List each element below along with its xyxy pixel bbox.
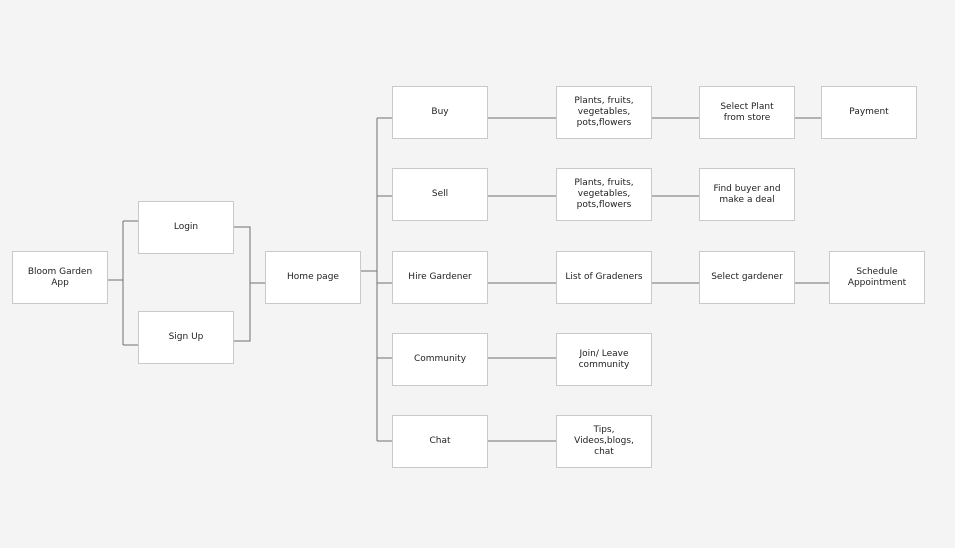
node-label: Plants, fruits, vegetables, pots,flowers bbox=[574, 178, 634, 210]
node-label: Schedule Appointment bbox=[847, 266, 907, 288]
node-list-of-gardeners: List of Gradeners bbox=[556, 251, 652, 304]
node-label: Plants, fruits, vegetables, pots,flowers bbox=[574, 96, 634, 128]
node-buy-items: Plants, fruits, vegetables, pots,flowers bbox=[556, 86, 652, 139]
node-label: List of Gradeners bbox=[565, 272, 643, 282]
node-label: Bloom Garden App bbox=[27, 266, 93, 288]
node-label: Buy bbox=[431, 107, 449, 117]
node-label: Payment bbox=[849, 107, 889, 117]
node-bloom-garden-app: Bloom Garden App bbox=[12, 251, 108, 304]
node-label: Login bbox=[173, 222, 199, 232]
node-sell: Sell bbox=[392, 168, 488, 221]
node-label: Select gardener bbox=[711, 272, 783, 282]
node-sell-items: Plants, fruits, vegetables, pots,flowers bbox=[556, 168, 652, 221]
node-label: Tips, Videos,blogs, chat bbox=[574, 425, 634, 457]
node-chat: Chat bbox=[392, 415, 488, 468]
node-label: Hire Gardener bbox=[408, 272, 472, 282]
node-label: Sell bbox=[431, 189, 449, 199]
node-tips-videos-blogs: Tips, Videos,blogs, chat bbox=[556, 415, 652, 468]
node-label: Community bbox=[413, 354, 467, 364]
node-select-gardener: Select gardener bbox=[699, 251, 795, 304]
connector-auth-home bbox=[234, 226, 265, 342]
node-label: Join/ Leave community bbox=[578, 348, 630, 370]
node-select-plant: Select Plant from store bbox=[699, 86, 795, 139]
node-label: Chat bbox=[429, 436, 451, 446]
node-label: Home page bbox=[287, 272, 339, 282]
node-hire-gardener: Hire Gardener bbox=[392, 251, 488, 304]
node-payment: Payment bbox=[821, 86, 917, 139]
node-community: Community bbox=[392, 333, 488, 386]
node-buy: Buy bbox=[392, 86, 488, 139]
node-label: Sign Up bbox=[168, 332, 204, 342]
node-sign-up: Sign Up bbox=[138, 311, 234, 364]
node-join-leave-community: Join/ Leave community bbox=[556, 333, 652, 386]
node-login: Login bbox=[138, 201, 234, 254]
connector-app-auth bbox=[108, 220, 138, 346]
node-label: Find buyer and make a deal bbox=[713, 183, 781, 205]
node-label: Select Plant from store bbox=[720, 101, 774, 123]
node-home-page: Home page bbox=[265, 251, 361, 304]
node-schedule-appointment: Schedule Appointment bbox=[829, 251, 925, 304]
node-find-buyer: Find buyer and make a deal bbox=[699, 168, 795, 221]
connector-home-branches bbox=[361, 117, 392, 442]
